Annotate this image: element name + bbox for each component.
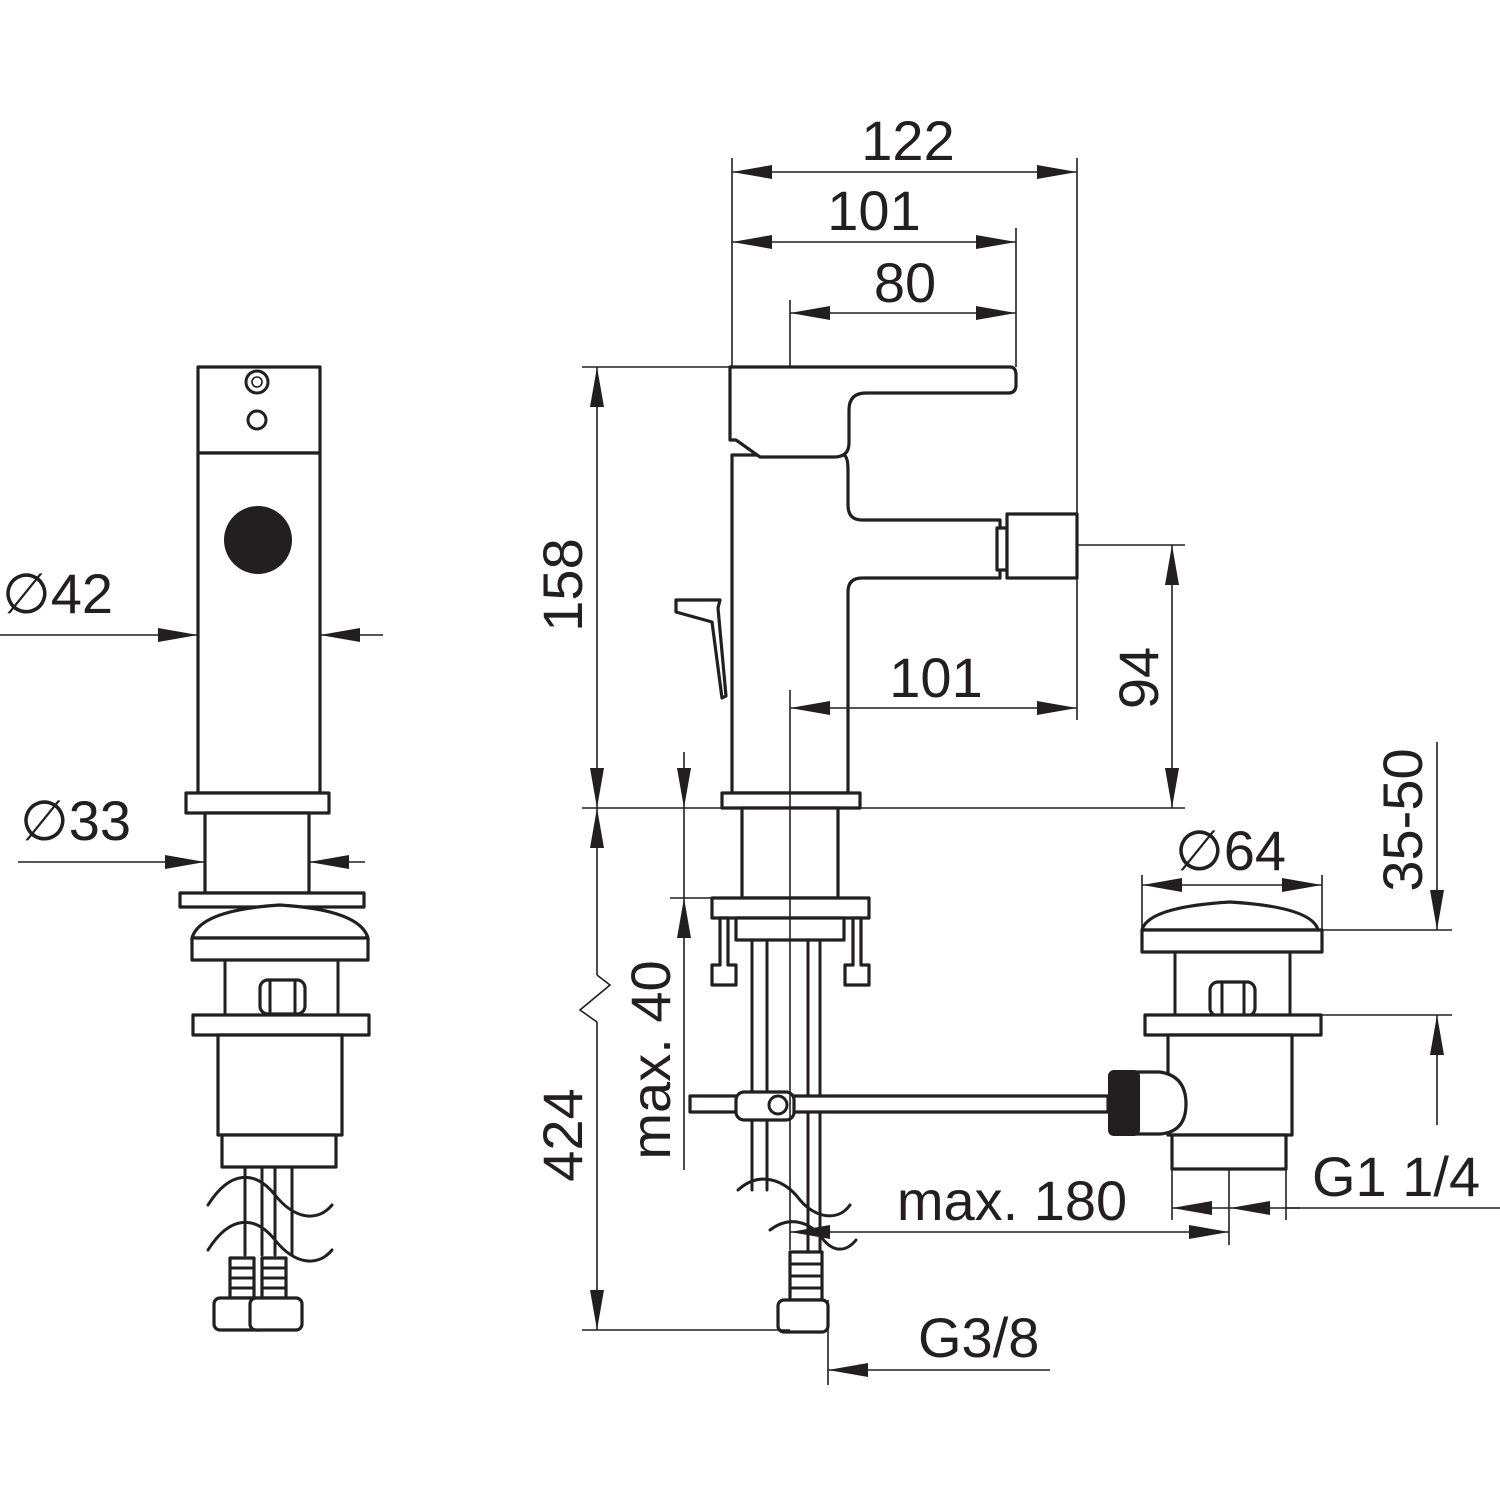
dimension-max40: max. 40 <box>619 752 712 1170</box>
side-view-break-line-bottom <box>206 1221 334 1263</box>
dimension-122-label: 122 <box>861 109 954 172</box>
side-view-waste-nut <box>191 1013 371 1037</box>
dimension-d64-label: ∅64 <box>1175 819 1286 882</box>
lever-hub-icon <box>224 506 292 574</box>
dimension-max40-label: max. 40 <box>619 960 682 1159</box>
dimension-101-top-label: 101 <box>827 179 920 242</box>
side-view-body <box>196 451 322 795</box>
dimension-94-label: 94 <box>1107 647 1170 709</box>
side-view-break-line-top <box>206 1176 334 1218</box>
dimension-max180: max. 180 <box>790 1169 1230 1245</box>
side-view-waste-body <box>216 1033 344 1137</box>
dimension-424-label: 424 <box>531 1088 594 1181</box>
dimension-d33-label: ∅33 <box>20 789 131 852</box>
front-view-waste-plug <box>1140 900 1320 932</box>
front-view-break-line-bottom <box>768 1220 858 1251</box>
aerator-icon <box>244 369 270 431</box>
dimension-101-spout: 101 <box>789 646 1077 1250</box>
dimension-g38-label: G3/8 <box>918 1306 1039 1369</box>
dimension-d64: ∅64 <box>1141 819 1323 930</box>
side-view-rosette <box>184 791 331 815</box>
dimension-35-50-label: 35-50 <box>1371 748 1434 891</box>
dimension-d42-label: ∅42 <box>2 562 113 625</box>
dimension-122: 122 <box>731 109 1078 720</box>
front-view-waste-flange <box>1140 928 1324 954</box>
front-view-rosette <box>720 791 862 810</box>
dimension-max180-label: max. 180 <box>897 1169 1127 1232</box>
front-view-waste-nut <box>1143 1013 1323 1037</box>
front-view-lever-handle <box>728 365 1018 459</box>
front-view-waste-tail <box>1170 1133 1288 1171</box>
side-view-hoses <box>243 1165 294 1257</box>
side-view-waste-neck <box>223 958 340 1017</box>
dimension-35-50: 35-50 <box>1322 742 1452 1125</box>
front-view-body <box>730 453 1002 795</box>
dimension-g38: G3/8 <box>827 1300 1050 1385</box>
side-view-waste-plug <box>190 903 370 940</box>
side-view-waste-tail <box>220 1133 338 1169</box>
dimension-g114-label: G1 1/4 <box>1312 1145 1480 1208</box>
dimension-80-label: 80 <box>874 251 936 314</box>
dimension-d42: ∅42 <box>0 562 383 642</box>
dimension-80: 80 <box>789 251 1016 367</box>
front-view-pop-up-knob <box>674 598 728 700</box>
front-view-stud-right <box>843 916 871 987</box>
front-view-rod-clamp <box>734 1090 796 1122</box>
front-view-waste-neck <box>1173 950 1292 1017</box>
dimension-101-top: 101 <box>732 179 1017 367</box>
dimension-424: 424 <box>531 808 790 1331</box>
dimension-158: 158 <box>531 366 1185 809</box>
dimension-94: 94 <box>1077 544 1185 808</box>
side-view-waste-flange <box>190 936 370 962</box>
dimension-101-spout-label: 101 <box>889 646 982 709</box>
dimension-158-label: 158 <box>531 538 594 631</box>
side-view-hose-fittings <box>212 1256 304 1332</box>
front-view-waste-body <box>1166 1033 1294 1137</box>
front-view-waste-rod-nut <box>1108 1070 1140 1136</box>
front-view-break-line-top <box>736 1177 852 1218</box>
front-view-stud-left <box>710 916 738 987</box>
front-view-spout-nozzle <box>1005 512 1079 580</box>
front-view-hoses <box>750 938 822 1252</box>
front-view-hose-fitting <box>776 1250 830 1334</box>
dimension-d33: ∅33 <box>18 789 365 869</box>
side-view-shank <box>203 811 311 895</box>
front-view-waste-clip <box>1208 980 1257 1018</box>
dimension-g114: G1 1/4 <box>1171 1145 1500 1220</box>
side-view <box>178 365 371 1332</box>
side-view-waste-clip <box>258 978 307 1016</box>
